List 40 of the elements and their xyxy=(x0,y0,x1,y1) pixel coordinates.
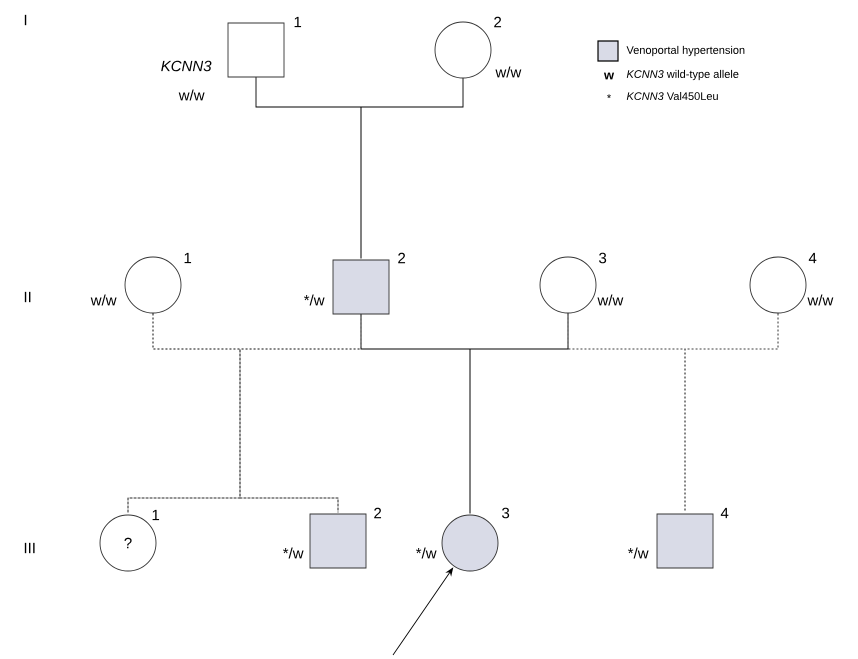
legend-text: Venoportal hypertension xyxy=(626,46,744,56)
circle-symbol xyxy=(442,514,498,572)
genotype-label: */w xyxy=(628,548,649,558)
individual-number: 2 xyxy=(494,16,502,28)
generation-label: II xyxy=(24,292,30,302)
generation-label: I xyxy=(24,14,26,26)
legend-text: KCNN3 Val450Leu xyxy=(626,92,718,100)
pedigree-line xyxy=(684,313,778,513)
genotype-label: KCNN3 xyxy=(161,60,212,72)
genotype-label: w/w xyxy=(495,66,522,78)
individual-number: 3 xyxy=(502,508,510,518)
generation-label: III xyxy=(24,542,35,554)
genotype-label: */w xyxy=(282,548,304,558)
pedigree-line xyxy=(360,78,464,259)
genotype-label: */w xyxy=(416,548,437,558)
genotype-label: w/w xyxy=(597,294,624,306)
legend-symbol: w xyxy=(604,72,614,80)
genotype-label: w/w xyxy=(178,90,205,100)
genotype-label: w/w xyxy=(807,294,834,306)
individual-number: 3 xyxy=(599,252,606,264)
legend-text: KCNN3 wild-type allele xyxy=(626,70,738,80)
circle-symbol xyxy=(434,22,492,78)
individual-number: 2 xyxy=(374,508,382,518)
square-symbol xyxy=(228,22,284,78)
individual-number: 1 xyxy=(184,252,192,264)
square-symbol xyxy=(310,514,366,568)
pedigree-line xyxy=(152,313,338,513)
individual-number: 4 xyxy=(720,508,728,518)
genotype-label: */w xyxy=(304,294,325,306)
pedigree-line xyxy=(470,313,568,514)
individual-number: 4 xyxy=(808,252,816,264)
individual-number: 1 xyxy=(294,16,302,28)
circle-symbol xyxy=(124,256,182,314)
legend-symbol: * xyxy=(607,94,611,98)
square-symbol xyxy=(656,514,714,568)
circle-symbol xyxy=(540,256,596,314)
genotype-label: w/w xyxy=(90,294,117,306)
circle-symbol xyxy=(750,256,806,314)
individual-number: 2 xyxy=(398,252,406,264)
square-symbol xyxy=(332,260,390,314)
